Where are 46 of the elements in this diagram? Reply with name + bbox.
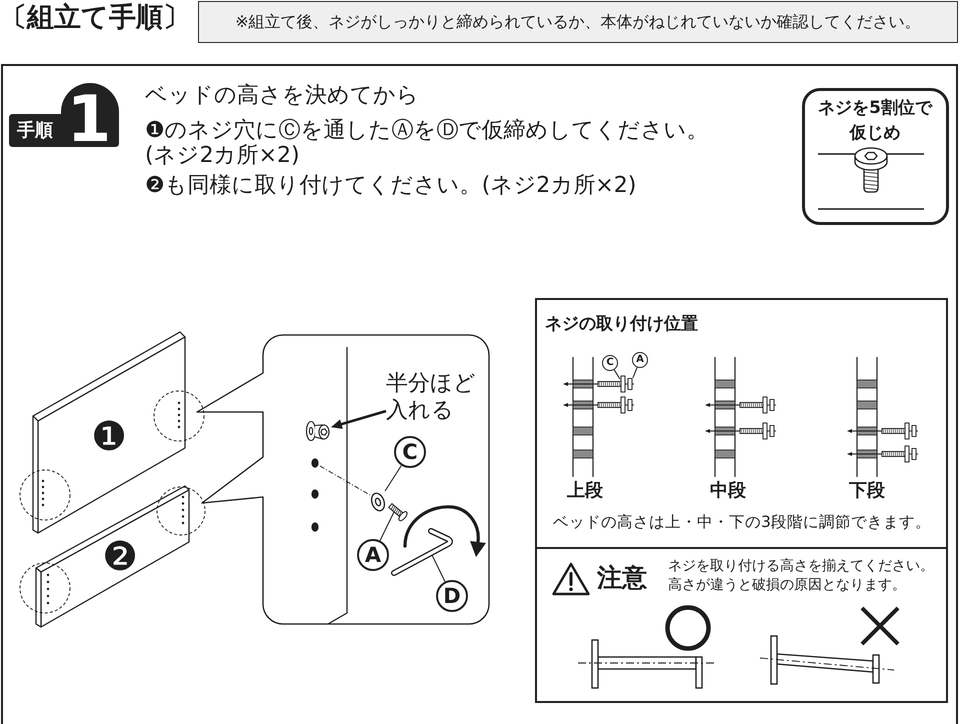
callout-letter: C — [402, 442, 418, 462]
instruction-text: (ネジ2カ所×2) — [145, 143, 300, 169]
position-label: 下段 — [849, 480, 885, 502]
tip-heading: ネジを5割位で仮じめ — [817, 97, 934, 145]
callout-letter: D — [443, 586, 461, 606]
step-panel — [1, 64, 958, 724]
washer-drawing — [620, 375, 626, 393]
leader-line — [380, 512, 394, 542]
step-label: 手順 — [17, 120, 53, 142]
leader-line — [384, 464, 402, 492]
callout-circle — [632, 352, 648, 368]
tip-panel — [802, 88, 949, 225]
part-number-label: ❶ — [90, 415, 128, 459]
screw-position-panel — [535, 298, 948, 549]
position-label: 中段 — [710, 480, 746, 502]
callout-circle — [436, 580, 468, 612]
position-label: 上段 — [567, 480, 603, 502]
step-number: 1 — [66, 88, 112, 152]
callout-letter: A — [364, 544, 382, 566]
callout-circle — [357, 539, 389, 571]
notice-panel — [198, 1, 958, 43]
notice-text: ※組立て後、ネジがしっかりと締められているか、本体がねじれていないか確認してください。 — [235, 12, 921, 32]
panel-heading: ネジの取り付け位置 — [545, 313, 698, 335]
title-heading: 〔組立て手順〕 — [0, 1, 190, 35]
caution-heading: 注意 — [597, 563, 647, 593]
bolt-head-drawing — [627, 378, 634, 390]
leader-line — [614, 369, 620, 380]
step-badge — [9, 83, 119, 147]
callout-letter: A — [636, 355, 644, 365]
instruction-text: ❶のネジ穴にⒸを通したⒶをⒹで仮締めしてください。 — [145, 118, 709, 144]
panel-caption: ベッドの高さは上・中・下の3段階に調節できます。 — [553, 512, 931, 532]
part-number-label: ❷ — [101, 535, 139, 579]
inserted-bolt-drawing — [305, 419, 331, 443]
caution-panel — [535, 549, 948, 703]
callout-circle — [602, 355, 618, 371]
instruction-text: ベッドの高さを決めてから — [145, 83, 419, 109]
screw-drawing — [386, 500, 410, 524]
callout-circle — [394, 436, 426, 468]
callout-letter: C — [606, 358, 614, 368]
washer-drawing — [369, 491, 387, 513]
instruction-text: ❷も同様に取り付けてください。(ネジ2カ所×2) — [145, 173, 636, 199]
leader-line — [432, 554, 446, 582]
caution-text: ネジを取り付ける高さを揃えてください。高さが違うと破損の原因となります。 — [668, 557, 935, 595]
arrow — [330, 410, 386, 429]
insert-depth-note: 半分ほど入れる — [386, 370, 482, 424]
leader-line — [632, 366, 638, 378]
